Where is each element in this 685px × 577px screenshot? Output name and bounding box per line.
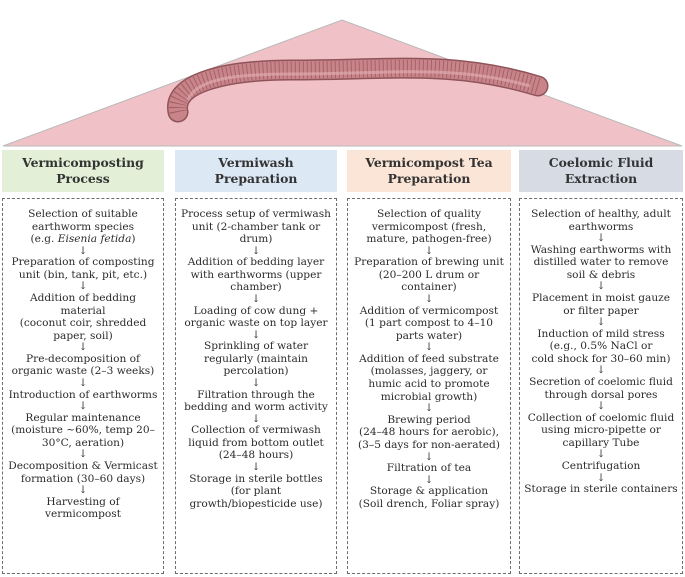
down-arrow-icon: ↓ [78,341,88,354]
process-step: Storage in sterile containers [524,483,678,495]
down-arrow-icon: ↓ [596,471,606,484]
step-text: ) [131,233,136,246]
process-step: Regular maintenance (moisture ~60%, temp… [11,411,155,449]
process-step: Secretion of coelomic fluid through dors… [529,375,673,401]
process-step: Addition of feed substrate (molasses, ja… [359,352,499,403]
process-step: Process setup of vermiwash unit (2-chamb… [180,208,331,246]
process-step: Sprinkling of water regularly (maintain … [203,340,309,378]
earthworm-icon [167,57,549,123]
down-arrow-icon: ↓ [424,341,434,354]
steps-box-coelomic-fluid: Selection of healthy, adult earthworms↓W… [519,198,683,574]
down-arrow-icon: ↓ [596,232,606,245]
process-step: Selection of healthy, adult earthworms [531,208,671,233]
roof-triangle [2,19,683,147]
process-step: Selection of suitable earthworm species … [28,208,138,246]
down-arrow-icon: ↓ [78,244,88,257]
header-coelomic-fluid: Coelomic Fluid Extraction [519,150,683,192]
down-arrow-icon: ↓ [596,448,606,461]
process-step: Brewing period (24–48 hours for aerobic)… [358,413,500,451]
down-arrow-icon: ↓ [78,280,88,293]
down-arrow-icon: ↓ [251,293,261,306]
down-arrow-icon: ↓ [78,400,88,413]
down-arrow-icon: ↓ [596,364,606,377]
down-arrow-icon: ↓ [424,402,434,415]
process-step: Addition of vermicompost (1 part compost… [359,304,499,342]
process-step: Preparation of brewing unit (20–200 L dr… [354,256,504,294]
steps-box-vermicomposting: Selection of suitable earthworm species … [2,198,164,574]
step-text: Selection of suitable earthworm species … [28,208,138,246]
process-step: Decomposition & Vermicast formation (30–… [8,459,158,485]
process-step: Washing earthworms with distilled water … [530,243,672,281]
process-step: Pre-decomposition of organic waste (2–3 … [11,352,155,378]
down-arrow-icon: ↓ [424,450,434,463]
process-step: Selection of quality vermicompost (fresh… [366,208,492,246]
steps-box-vermicompost-tea: Selection of quality vermicompost (fresh… [347,198,511,574]
down-arrow-icon: ↓ [424,293,434,306]
process-step: Collection of coelomic fluid using micro… [527,411,675,449]
down-arrow-icon: ↓ [596,400,606,413]
down-arrow-icon: ↓ [424,244,434,257]
down-arrow-icon: ↓ [251,377,261,390]
down-arrow-icon: ↓ [78,448,88,461]
down-arrow-icon: ↓ [78,484,88,497]
down-arrow-icon: ↓ [78,377,88,390]
process-step: Placement in moist gauze or filter paper [531,291,671,317]
process-step: Filtration of tea [386,462,472,474]
down-arrow-icon: ↓ [596,316,606,329]
down-arrow-icon: ↓ [424,473,434,486]
species-name: Eisenia fetida [57,233,132,246]
process-step: Addition of bedding layer with earthworm… [187,256,325,294]
header-vermicomposting: Vermicomposting Process [2,150,164,192]
process-step: Loading of cow dung + organic waste on t… [184,304,328,330]
roof-banner [2,19,683,147]
header-vermiwash: Vermiwash Preparation [175,150,337,192]
steps-box-vermiwash: Process setup of vermiwash unit (2-chamb… [175,198,337,574]
header-vermicompost-tea: Vermicompost Tea Preparation [347,150,511,192]
process-step: Storage & application (Soil drench, Foli… [358,485,500,510]
down-arrow-icon: ↓ [251,412,261,425]
process-step: Centrifugation [561,459,641,472]
process-step: Storage in sterile bottles (for plant gr… [189,472,323,510]
process-step: Harvesting of vermicompost [45,495,121,521]
process-step: Filtration through the bedding and worm … [184,388,328,414]
down-arrow-icon: ↓ [596,280,606,293]
process-step: Addition of bedding material (coconut co… [19,291,147,342]
down-arrow-icon: ↓ [251,244,261,257]
process-step: Introduction of earthworms [8,388,158,401]
process-step: Preparation of composting unit (bin, tan… [11,256,155,281]
down-arrow-icon: ↓ [251,328,261,341]
process-step: Induction of mild stress (e.g., 0.5% NaC… [531,327,671,365]
down-arrow-icon: ↓ [251,461,261,473]
process-step: Collection of vermiwash liquid from bott… [188,424,324,462]
